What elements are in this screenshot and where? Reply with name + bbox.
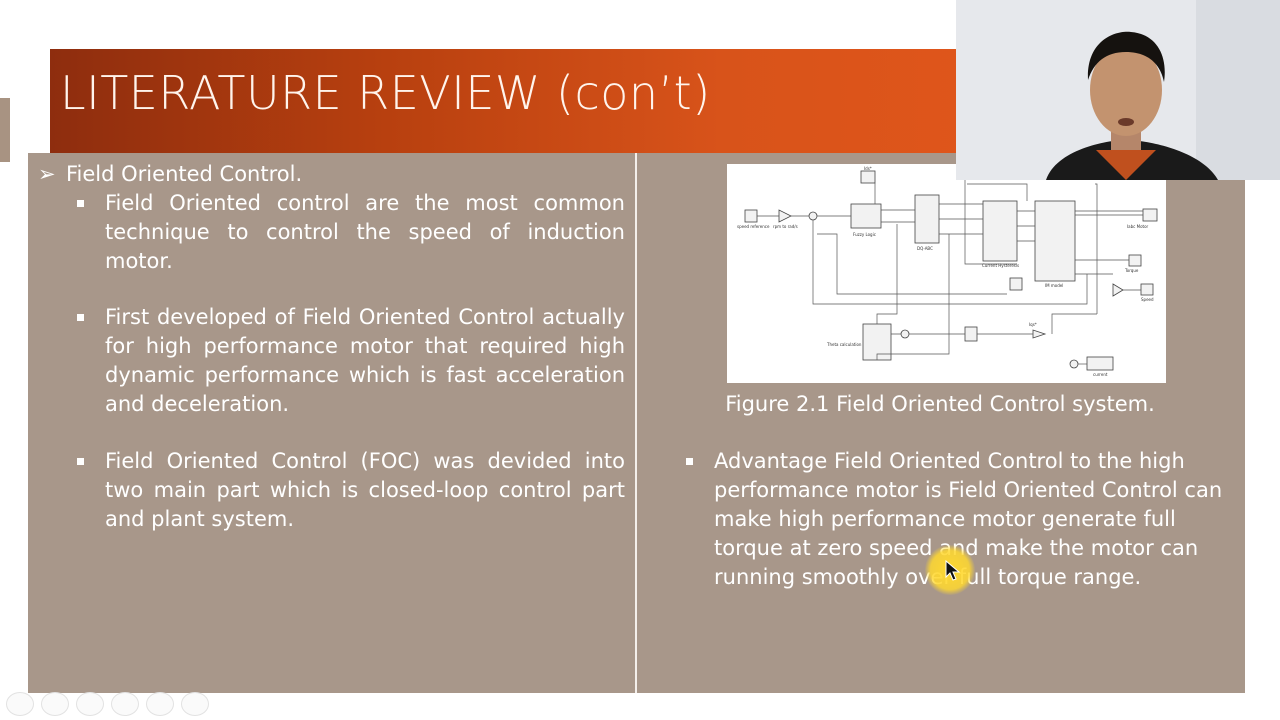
diagram-label: Speed <box>1141 297 1154 302</box>
slideshow-nav-toolbar <box>6 692 209 716</box>
bullet-text: First developed of Field Oriented Contro… <box>105 305 625 416</box>
square-bullet-icon <box>686 458 693 465</box>
left-accent-bar <box>0 98 10 162</box>
presenter-webcam <box>956 0 1280 180</box>
level1-bullet-text: Field Oriented Control. <box>66 162 303 186</box>
zoom-icon[interactable] <box>146 692 174 716</box>
clock-icon <box>1069 359 1079 369</box>
arrow-bullet-icon: ➢ <box>38 162 56 186</box>
panel-divider <box>635 153 637 693</box>
fuzzy-logic-block <box>850 203 882 229</box>
current-to-workspace <box>1086 356 1114 371</box>
diagram-label: Theta calculation <box>826 342 862 347</box>
pen-icon[interactable] <box>76 692 104 716</box>
diagram-label: current <box>1093 372 1108 377</box>
diagram-label: speed reference <box>737 224 770 229</box>
presenter-face <box>1090 44 1162 136</box>
level1-bullet: ➢ Field Oriented Control. <box>38 160 302 189</box>
bullet-text: Field Oriented Control (FOC) was devided… <box>105 449 625 531</box>
figure-caption: Figure 2.1 Field Oriented Control system… <box>725 392 1155 416</box>
more-icon[interactable] <box>181 692 209 716</box>
square-bullet-icon <box>77 200 84 207</box>
diagram-label: rpm to rad/s <box>773 224 798 229</box>
bullet-item: First developed of Field Oriented Contro… <box>77 303 625 419</box>
diagram-label: Current Hysteresis <box>982 263 1019 268</box>
foc-block-diagram: speed reference rpm to rad/s Fuzzy Logic… <box>727 164 1166 383</box>
title-banner <box>50 49 1010 153</box>
scope-speed <box>1140 283 1154 296</box>
bullet-item: Field Oriented control are the most comm… <box>77 189 625 276</box>
nav-prev-icon[interactable] <box>6 692 34 716</box>
speed-gain <box>1112 283 1124 297</box>
dq-abc-block <box>914 194 940 244</box>
theta-sum <box>900 329 910 339</box>
diagram-label: Iabc Motor <box>1127 224 1149 229</box>
square-bullet-icon <box>77 458 84 465</box>
left-content-panel <box>28 153 635 693</box>
diagram-label: Ids* <box>864 166 872 171</box>
bullet-text: Field Oriented control are the most comm… <box>105 191 625 273</box>
diagram-label: DQ-ABC <box>917 246 933 251</box>
scope-torque <box>1128 254 1142 267</box>
speed-reference-block <box>744 209 758 223</box>
nav-next-icon[interactable] <box>41 692 69 716</box>
square-bullet-icon <box>77 314 84 321</box>
gain-block <box>778 209 792 223</box>
presenter-hair <box>1087 31 1165 82</box>
const-block <box>860 170 876 184</box>
presenter-collar <box>1096 150 1156 180</box>
current-hysteresis-block <box>982 200 1018 262</box>
slide-title: LITERATURE REVIEW (con’t) <box>60 66 711 120</box>
diagram-label: Iqs* <box>1029 322 1037 327</box>
diagram-label: IM model <box>1045 283 1063 288</box>
diagram-label: Fuzzy Logic <box>853 232 876 237</box>
step-block <box>1009 277 1023 291</box>
scope-iabc <box>1142 208 1158 222</box>
sum-block <box>808 211 818 221</box>
integrator-block <box>964 326 978 342</box>
bullet-item: Field Oriented Control (FOC) was devided… <box>77 447 625 534</box>
slides-icon[interactable] <box>111 692 139 716</box>
im-model-block <box>1034 200 1076 282</box>
diagram-label: Torque <box>1124 268 1139 273</box>
mouse-cursor-icon <box>945 560 961 581</box>
rr-gain <box>1032 329 1047 339</box>
